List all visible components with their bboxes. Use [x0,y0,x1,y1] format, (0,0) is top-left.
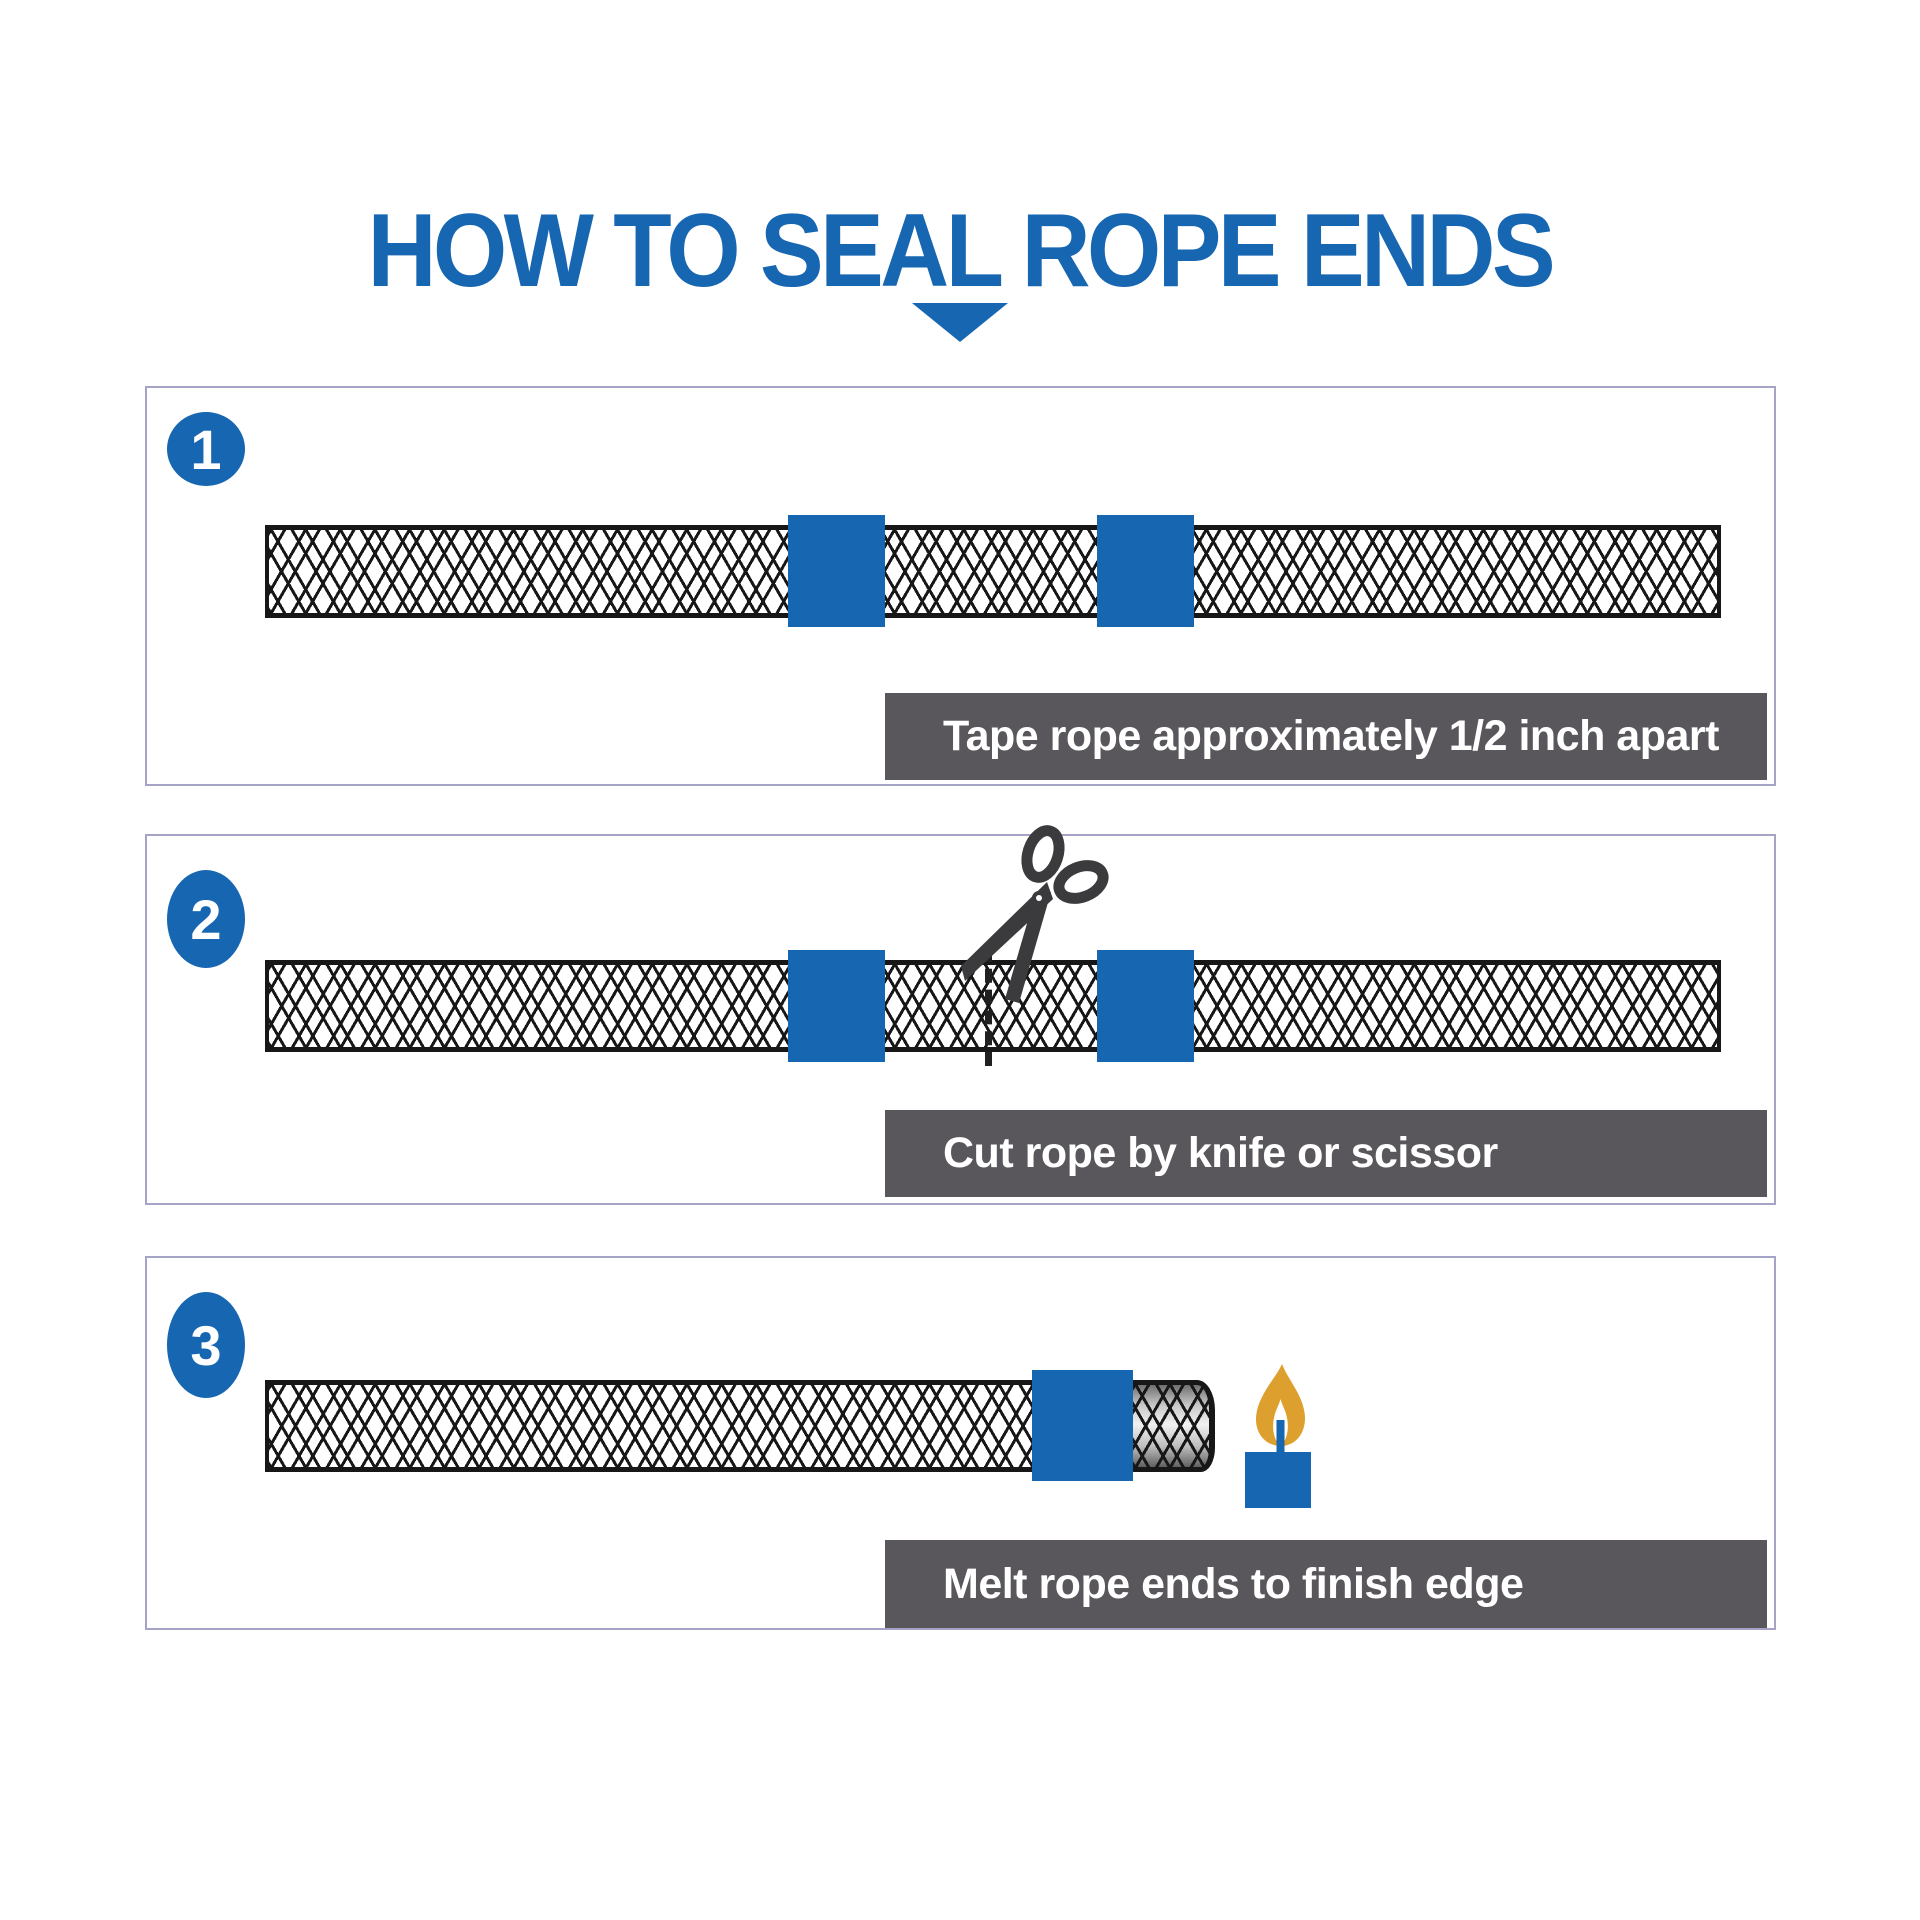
step-caption-text: Cut rope by knife or scissor [943,1129,1498,1177]
candle-wick [1276,1420,1285,1452]
step-number-badge: 2 [167,870,245,968]
step-caption: Melt rope ends to finish edge [885,1540,1767,1628]
step-caption-text: Tape rope approximately 1/2 inch apart [943,712,1719,760]
step-caption: Tape rope approximately 1/2 inch apart [885,693,1767,780]
tape-band [788,515,885,627]
tape-band [1032,1370,1133,1481]
step-number-badge: 3 [167,1292,245,1398]
arrow-down-icon [912,303,1008,342]
cut-line [985,948,992,1066]
candle-icon [1245,1364,1311,1508]
tape-band [788,950,885,1062]
step-caption-text: Melt rope ends to finish edge [943,1559,1524,1608]
rope-graphic [265,525,1721,618]
tape-band [1097,950,1194,1062]
step-number-badge: 1 [167,412,245,486]
rope-graphic [265,960,1721,1052]
melted-rope-end [1133,1380,1215,1472]
step-caption: Cut rope by knife or scissor [885,1110,1767,1197]
scissors-icon [961,825,1109,1003]
rope-graphic [265,1380,1133,1472]
candle-body [1245,1452,1311,1508]
page-title: HOW TO SEAL ROPE ENDS [367,193,1556,309]
tape-band [1097,515,1194,627]
